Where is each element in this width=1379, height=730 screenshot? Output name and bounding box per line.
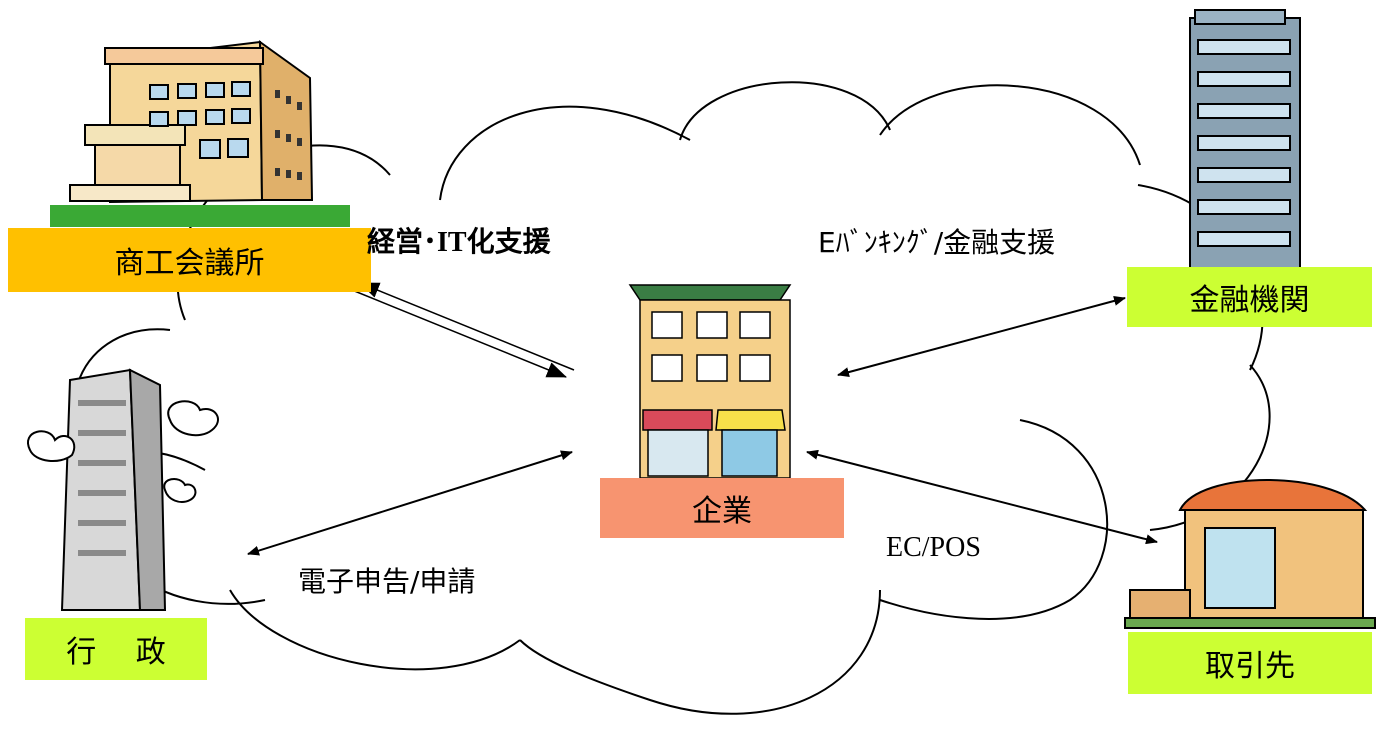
filing-caption: 電子申告/申請 [298,565,476,598]
ecpos-caption: EC/POS [886,532,981,563]
government-label: 行 政 [25,618,207,680]
chamber-label: 商工会議所 [8,228,371,292]
chamber-building-image [50,40,350,227]
connector-government-enterprise [247,450,573,556]
connector-enterprise-partner [806,449,1158,545]
ebanking-caption: Eﾊﾞﾝｷﾝｸﾞ/金融支援 [818,226,1056,259]
management-support-caption: 経営･IT化支援 [367,227,551,258]
connector-enterprise-bank [837,296,1126,377]
enterprise-building-image [628,284,792,479]
partner-building-image [1124,479,1376,629]
bank-label: 金融機関 [1127,267,1372,327]
connector-chamber-enterprise [351,282,575,378]
partner-label: 取引先 [1128,632,1372,694]
enterprise-label: 企業 [600,478,844,538]
government-building-image [27,368,219,611]
bank-building-image [1189,9,1301,281]
